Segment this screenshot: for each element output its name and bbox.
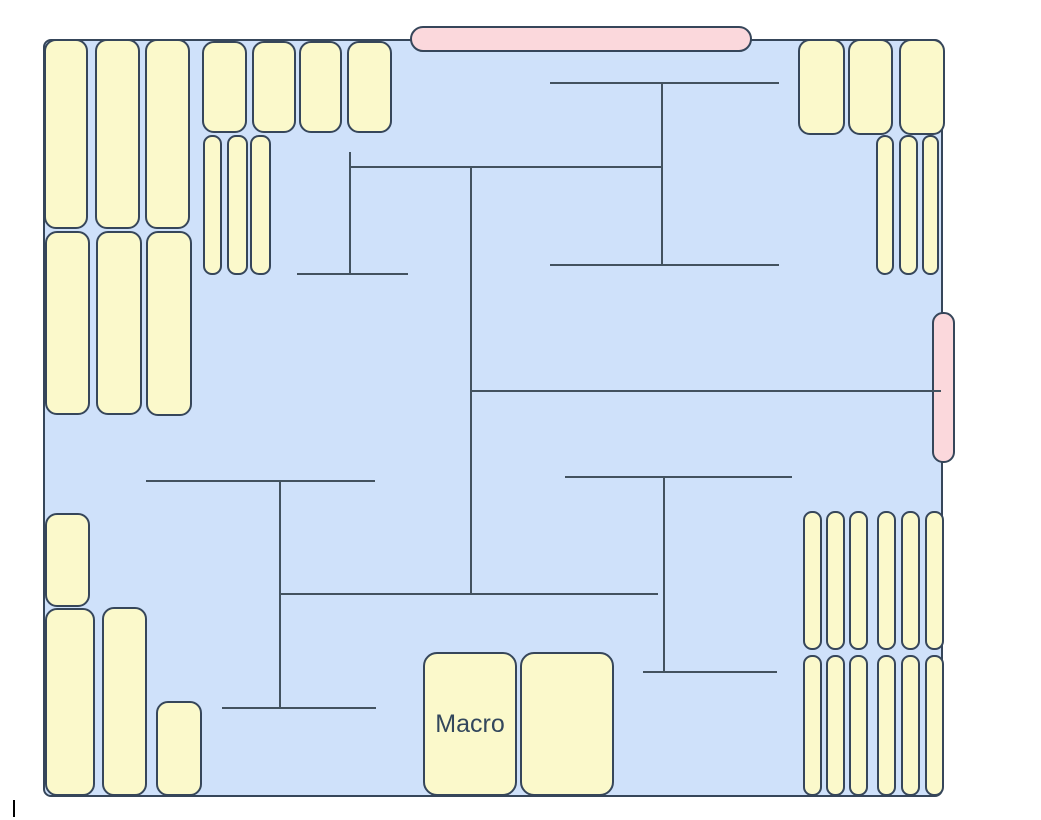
macro-block[interactable]: [44, 39, 88, 229]
macro-block[interactable]: [826, 511, 845, 650]
macro-block[interactable]: [95, 39, 140, 229]
macro-block[interactable]: [877, 511, 896, 650]
macro-block[interactable]: [520, 652, 614, 796]
macro-label: Macro: [435, 709, 505, 738]
tree-line-h[interactable]: [470, 390, 941, 392]
tree-line-h[interactable]: [279, 593, 658, 595]
macro-block[interactable]: [899, 135, 918, 275]
tree-line-h[interactable]: [550, 264, 779, 266]
right-blockage-bar[interactable]: [932, 312, 955, 463]
macro-block[interactable]: [901, 655, 920, 796]
macro-block[interactable]: [876, 135, 894, 275]
macro-block[interactable]: [145, 39, 190, 229]
macro-block[interactable]: [102, 607, 147, 796]
macro-block[interactable]: [156, 701, 202, 796]
macro-block[interactable]: [877, 655, 896, 796]
macro-block[interactable]: [925, 655, 944, 796]
tree-line-h[interactable]: [222, 707, 376, 709]
macro-block[interactable]: [849, 511, 868, 650]
macro-block[interactable]: [252, 41, 296, 133]
macro-block[interactable]: [922, 135, 939, 275]
macro-block-labeled[interactable]: Macro: [423, 652, 517, 796]
macro-block[interactable]: [803, 511, 822, 650]
macro-block[interactable]: [45, 513, 90, 607]
tree-line-v[interactable]: [349, 152, 351, 275]
tree-line-v[interactable]: [661, 82, 663, 266]
macro-block[interactable]: [901, 511, 920, 650]
tree-line-h[interactable]: [565, 476, 792, 478]
macro-block[interactable]: [925, 511, 944, 650]
macro-block[interactable]: [899, 39, 945, 135]
macro-block[interactable]: [803, 655, 822, 796]
macro-block[interactable]: [96, 231, 142, 415]
macro-block[interactable]: [798, 39, 845, 135]
tree-line-h[interactable]: [297, 273, 408, 275]
macro-block[interactable]: [45, 231, 90, 415]
macro-block[interactable]: [202, 41, 247, 133]
macro-block[interactable]: [146, 231, 192, 416]
macro-block[interactable]: [826, 655, 845, 796]
macro-block[interactable]: [203, 135, 222, 275]
tree-line-h[interactable]: [643, 671, 777, 673]
top-blockage-bar[interactable]: [410, 26, 752, 52]
macro-block[interactable]: [250, 135, 271, 275]
macro-block[interactable]: [45, 608, 95, 796]
tree-line-v[interactable]: [470, 166, 472, 594]
macro-block[interactable]: [347, 41, 392, 133]
tree-line-h[interactable]: [550, 82, 779, 84]
tree-line-h[interactable]: [146, 480, 375, 482]
macro-block[interactable]: [227, 135, 248, 275]
tree-line-v[interactable]: [663, 476, 665, 672]
cursor-mark: [13, 800, 15, 817]
macro-block[interactable]: [848, 39, 893, 135]
macro-block[interactable]: [849, 655, 868, 796]
macro-block[interactable]: [299, 41, 342, 133]
tree-line-h[interactable]: [350, 166, 662, 168]
